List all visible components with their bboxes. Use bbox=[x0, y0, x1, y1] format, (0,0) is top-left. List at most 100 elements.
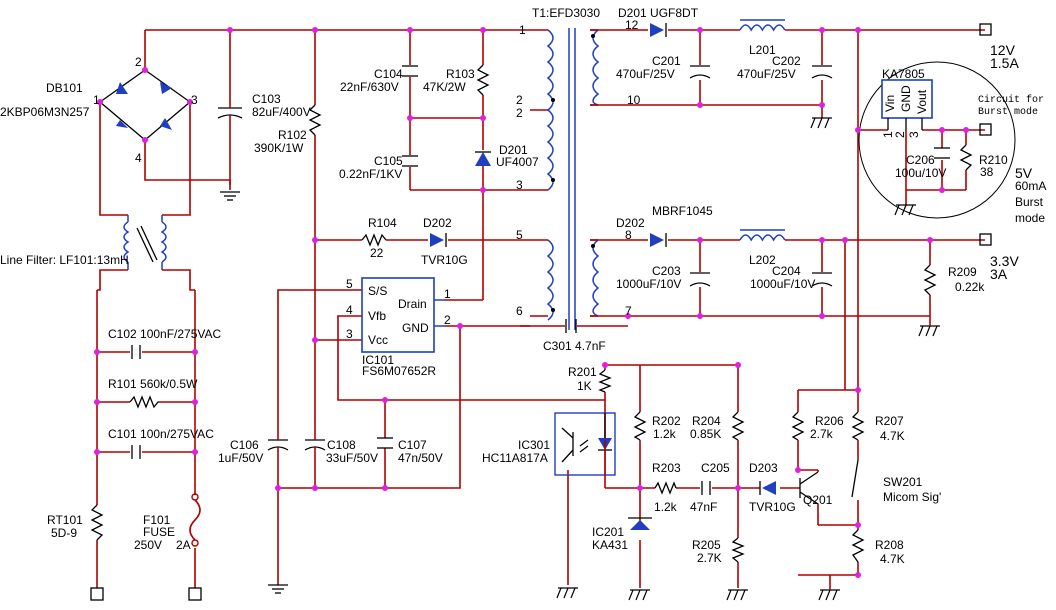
label-c102: C102 100nF/275VAC bbox=[108, 327, 222, 341]
label-c206: C206 bbox=[906, 153, 935, 167]
value-c105: 0.22nF/1KV bbox=[339, 167, 402, 181]
output-5v-current: 60mA bbox=[1015, 179, 1046, 193]
pin-label: 3 bbox=[191, 93, 198, 107]
value-r206: 2.7k bbox=[810, 427, 834, 441]
value-c106: 1uF/50V bbox=[218, 451, 263, 465]
label-c201: C201 bbox=[652, 54, 681, 68]
value-sw201: Micom Sig' bbox=[883, 490, 941, 504]
label-ic101: IC101 bbox=[362, 353, 394, 367]
label-l201: L201 bbox=[749, 43, 776, 57]
label-c107: C107 bbox=[398, 438, 427, 452]
inductor-l201 bbox=[739, 24, 786, 32]
label-r208: R208 bbox=[875, 538, 904, 552]
pin-vin: Vin bbox=[883, 95, 897, 112]
label-q201: Q201 bbox=[803, 493, 833, 507]
value-f101-voltage: 250V bbox=[134, 538, 162, 552]
burst-mode-circuit bbox=[858, 61, 1016, 219]
value-d201: UF4007 bbox=[496, 155, 539, 169]
value-mbrf1045: MBRF1045 bbox=[652, 204, 713, 218]
pin-label: 2 bbox=[516, 93, 523, 107]
ic101-fs6m07652r bbox=[361, 277, 445, 353]
pin-vcc: Vcc bbox=[368, 333, 388, 347]
value-ic301: HC11A817A bbox=[482, 451, 548, 465]
capacitor-c102 bbox=[131, 345, 141, 359]
resistor-r103 bbox=[476, 64, 490, 96]
value-r202: 1.2k bbox=[653, 427, 677, 441]
component-labels: DB101 2KBP06M3N257 1 2 3 4 C103 82uF/400… bbox=[0, 6, 1046, 566]
label-r104: R104 bbox=[368, 216, 397, 230]
pin-label: 1 bbox=[444, 287, 451, 301]
pin-label: 1 bbox=[881, 131, 895, 138]
capacitor-c104 bbox=[402, 65, 418, 77]
value-f101-type: FUSE bbox=[143, 525, 175, 539]
value-c103: 82uF/400V bbox=[252, 105, 311, 119]
value-f101-current: 2A bbox=[176, 538, 191, 552]
pin-label: 5 bbox=[516, 228, 523, 242]
output-3v3-current: 3A bbox=[990, 266, 1008, 282]
label-c204: C204 bbox=[772, 264, 801, 278]
value-r205: 2.7K bbox=[697, 551, 722, 565]
burst-note-line1: Circuit for bbox=[978, 94, 1044, 106]
pin-gnd-ic101: GND bbox=[402, 321, 429, 335]
pin-label: 12 bbox=[625, 18, 639, 32]
value-c107: 47n/50V bbox=[398, 451, 443, 465]
capacitor-c203 bbox=[689, 272, 711, 287]
resistor-r201 bbox=[598, 369, 612, 393]
bridge-rectifier bbox=[98, 69, 192, 141]
pin-label: 8 bbox=[625, 228, 632, 242]
label-f101: F101 bbox=[143, 513, 171, 527]
label-rt101: RT101 bbox=[47, 513, 83, 527]
label-c106: C106 bbox=[230, 438, 259, 452]
value-c201: 470uF/25V bbox=[616, 67, 675, 81]
output-5v-note1: Burst bbox=[1015, 195, 1044, 209]
value-c205: 47nF bbox=[690, 500, 717, 514]
label-c203: C203 bbox=[652, 264, 681, 278]
resistor-r208 bbox=[851, 529, 865, 563]
capacitor-c201 bbox=[689, 65, 711, 79]
label-d202: D202 bbox=[423, 216, 452, 230]
pin-label: 2 bbox=[444, 313, 451, 327]
line-filter-lf101 bbox=[123, 215, 167, 270]
label-r203: R203 bbox=[652, 461, 681, 475]
capacitor-c108 bbox=[304, 430, 326, 455]
ac-input-terminals bbox=[90, 587, 202, 601]
label-c101: C101 100n/275VAC bbox=[108, 427, 214, 441]
capacitor-c107 bbox=[377, 437, 393, 449]
pin-label: 4 bbox=[346, 303, 353, 317]
junction-dots bbox=[94, 27, 969, 578]
pin-label: 3 bbox=[516, 178, 523, 192]
value-c108: 33uF/50V bbox=[326, 451, 378, 465]
value-r208: 4.7K bbox=[880, 552, 905, 566]
capacitor-c101 bbox=[131, 445, 141, 459]
value-r201: 1K bbox=[577, 379, 592, 393]
value-c204: 1000uF/10V bbox=[750, 277, 815, 291]
label-r206: R206 bbox=[815, 414, 844, 428]
label-d203: D203 bbox=[749, 461, 778, 475]
optocoupler-ic301 bbox=[554, 412, 616, 476]
fuse-f101 bbox=[189, 493, 201, 547]
value-d203: TVR10G bbox=[749, 500, 796, 514]
value-c203: 1000uF/10V bbox=[616, 277, 681, 291]
resistor-r209 bbox=[923, 264, 937, 296]
switch-sw201 bbox=[851, 459, 859, 498]
pin-gnd: GND bbox=[899, 85, 913, 112]
pin-label: 3 bbox=[346, 327, 353, 341]
value-r210: 38 bbox=[980, 165, 994, 179]
capacitor-c205 bbox=[701, 481, 711, 495]
label-c205: C205 bbox=[701, 461, 730, 475]
resistor-r102 bbox=[308, 104, 322, 136]
capacitor-c301 bbox=[565, 319, 577, 333]
label-db101: DB101 bbox=[46, 81, 83, 95]
label-r204: R204 bbox=[692, 414, 721, 428]
pin-label: 1 bbox=[519, 23, 526, 37]
label-r210: R210 bbox=[979, 153, 1008, 167]
label-d201-ugf8dt: D201 UGF8DT bbox=[618, 6, 699, 20]
label-t1: T1:EFD3030 bbox=[532, 6, 600, 20]
label-ic201: IC201 bbox=[592, 525, 624, 539]
capacitor-c106 bbox=[267, 430, 289, 455]
shunt-regulator-ic201 bbox=[628, 517, 652, 530]
label-c202: C202 bbox=[772, 54, 801, 68]
resistor-r207 bbox=[851, 411, 865, 441]
label-c103: C103 bbox=[252, 92, 281, 106]
